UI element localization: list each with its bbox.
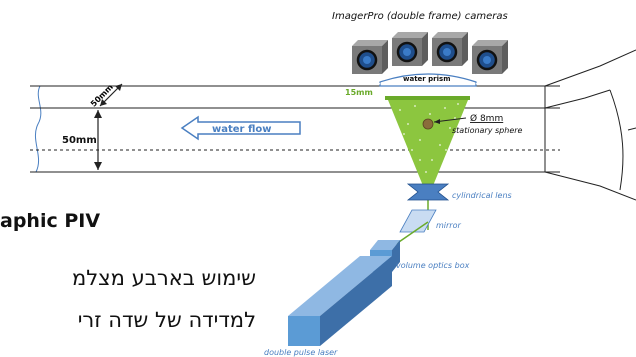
dim-diag-arrow-top <box>115 84 122 91</box>
light-volume <box>388 100 468 198</box>
double-pulse-laser <box>288 316 320 346</box>
water-prism-label: water prism <box>403 75 451 83</box>
expansion-bottom <box>544 171 636 201</box>
optics-box-label: volume optics box <box>396 261 470 270</box>
optics-box-top <box>370 240 400 250</box>
sphere-size-label: Ø 8mm <box>470 113 503 124</box>
camera-3 <box>432 32 468 66</box>
mirror <box>399 209 437 233</box>
dim-50mm-label: 50mm <box>62 135 97 146</box>
channel-cut-edge <box>34 85 42 173</box>
laser-label: double pulse laser <box>264 348 338 357</box>
water-flow-arrow <box>180 115 301 141</box>
laser-side <box>320 256 392 346</box>
hebrew-line-1: שימוש בארבע מצלמ <box>71 266 256 290</box>
cylindrical-lens-label: cylindrical lens <box>452 191 512 200</box>
cameras-label: ImagerPro (double frame) cameras <box>332 11 508 22</box>
expansion-mid <box>544 89 611 109</box>
light-sheet-top <box>385 96 470 100</box>
dim-diag-arrow-bottom <box>100 99 107 106</box>
mirror-label: mirror <box>436 221 461 230</box>
expansion-detail <box>627 127 636 131</box>
camera-2 <box>392 32 428 66</box>
water-flow-label: water flow <box>212 124 271 135</box>
sphere-name-label: stationary sphere <box>452 126 523 135</box>
optics-box-side <box>392 240 400 272</box>
sphere-leader-arrow <box>434 119 440 124</box>
camera-1 <box>352 40 388 74</box>
dim-vertical-arrow-top <box>94 110 102 118</box>
hebrew-line-2: למדידה של שדה זרי <box>77 308 256 332</box>
expansion-top <box>544 49 636 87</box>
cylindrical-lens <box>406 183 450 201</box>
dim-15mm-label: 15mm <box>345 88 373 97</box>
stationary-sphere <box>422 118 434 130</box>
laser-top <box>288 256 392 316</box>
laser-beam-reflected <box>395 221 429 245</box>
expansion-curve <box>609 89 624 191</box>
dim-vertical-arrow-bottom <box>94 162 102 170</box>
camera-4 <box>472 40 508 74</box>
slide-heading: aphic PIV <box>0 210 101 232</box>
